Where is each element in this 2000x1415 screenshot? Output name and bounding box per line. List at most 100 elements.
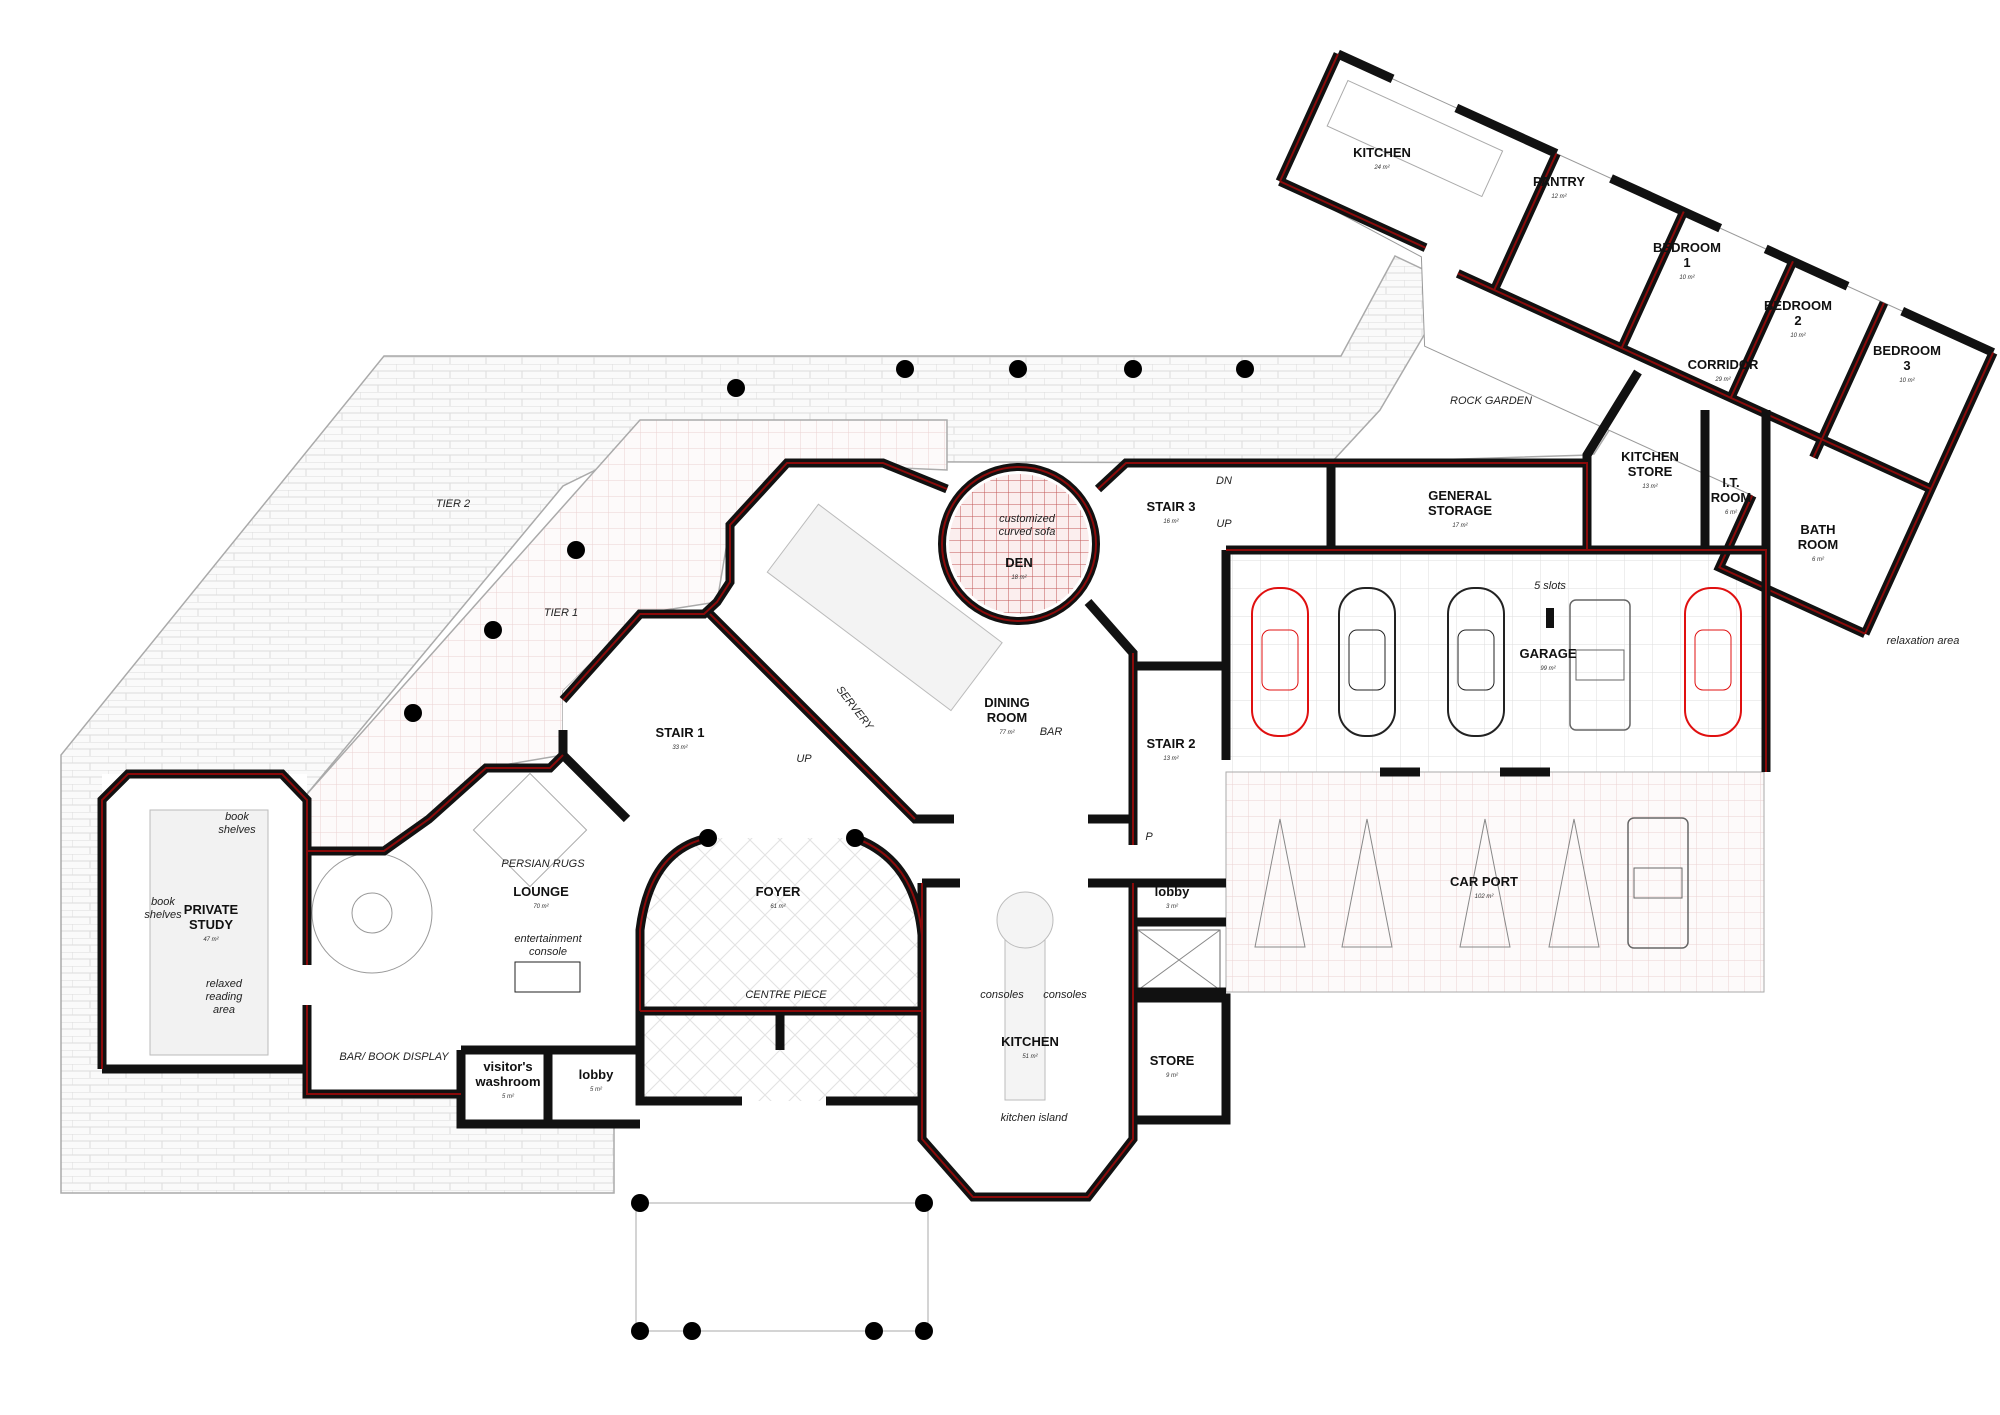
room-label: KITCHEN — [1001, 1034, 1059, 1049]
annotation-line: consoles — [980, 989, 1024, 1001]
column — [1236, 360, 1254, 378]
car-cabin — [1261, 629, 1299, 691]
room-name-line: STUDY — [189, 917, 233, 932]
garage-floor — [1226, 550, 1766, 772]
room-area: 10 m² — [1899, 378, 1915, 384]
room-name-line: CAR PORT — [1450, 874, 1518, 889]
study-rug — [149, 809, 269, 1056]
garage-pillar — [1546, 608, 1554, 628]
annotation: BAR/ BOOK DISPLAY — [339, 1051, 449, 1063]
room-area: 33 m² — [672, 745, 688, 751]
annotation-line: customized — [999, 513, 1056, 525]
room-name-line: BEDROOM — [1873, 343, 1941, 358]
room-area: 13 m² — [1642, 484, 1658, 490]
portico — [635, 1202, 929, 1332]
lounge-round-table-center — [351, 892, 393, 934]
room-label: LOUNGE — [513, 884, 569, 899]
annotation: consoles — [980, 989, 1024, 1001]
room-area: 6 m² — [1812, 557, 1825, 563]
column — [404, 704, 422, 722]
car-cabin — [1457, 629, 1495, 691]
room-name-line: KITCHEN — [1353, 145, 1411, 160]
annotation-line: shelves — [144, 909, 182, 921]
annotation: UP — [796, 753, 812, 765]
annotation-line: kitchen island — [1001, 1112, 1069, 1124]
room-name-line: KITCHEN — [1621, 449, 1679, 464]
kitchen-island-end — [996, 891, 1054, 949]
staff-wing — [1275, 49, 1998, 638]
room-name-line: PANTRY — [1533, 174, 1585, 189]
room-name-line: ROOM — [987, 710, 1027, 725]
room-area: 5 m² — [590, 1087, 603, 1093]
room-name-line: STAIR 3 — [1147, 499, 1196, 514]
den-wall-core — [941, 466, 1097, 622]
entertainment-console — [514, 961, 581, 993]
room-area: 16 m² — [1163, 519, 1179, 525]
room-area: 10 m² — [1790, 333, 1806, 339]
room-label: I.T.ROOM — [1711, 475, 1751, 505]
room-name-line: BEDROOM — [1764, 298, 1832, 313]
servery-table — [766, 503, 1003, 712]
room-area: 70 m² — [533, 904, 549, 910]
annotation-line: consoles — [1043, 989, 1087, 1001]
room-area: 18 m² — [1011, 575, 1027, 581]
annotation: relaxation area — [1887, 635, 1960, 647]
room-label: DEN — [1005, 555, 1032, 570]
room-label: lobby — [1155, 884, 1190, 899]
annotation-line: UP — [1216, 518, 1232, 530]
parking-marker — [1341, 818, 1393, 948]
room-name-line: ROOM — [1711, 490, 1751, 505]
den-floor — [949, 474, 1089, 614]
room-area: 102 m² — [1475, 894, 1495, 900]
annotation-line: P — [1145, 831, 1153, 843]
columns — [404, 360, 1254, 1340]
room-area: 5 m² — [502, 1094, 515, 1100]
column — [865, 1322, 883, 1340]
annotation: TIER 1 — [544, 607, 578, 619]
room-label: STAIR 2 — [1147, 736, 1196, 751]
parking-marker — [1459, 818, 1511, 948]
room-label: STAIR 3 — [1147, 499, 1196, 514]
annotation-line: reading — [206, 991, 244, 1003]
truck — [1569, 599, 1631, 731]
column — [567, 541, 585, 559]
parking-marker — [1254, 818, 1306, 948]
room-area: 77 m² — [999, 730, 1015, 736]
room-name-line: STAIR 2 — [1147, 736, 1196, 751]
room-name-line: BATH — [1800, 522, 1835, 537]
annotation-line: relaxed — [206, 978, 243, 990]
room-area: 29 m² — [1714, 377, 1731, 383]
room-area: 99 m² — [1540, 666, 1556, 672]
car — [1684, 587, 1742, 737]
annotation-line: book — [225, 811, 249, 823]
annotation-line: BAR/ BOOK DISPLAY — [339, 1051, 449, 1063]
column — [915, 1194, 933, 1212]
annotation-line: curved sofa — [999, 526, 1056, 538]
room-name-line: visitor's — [483, 1059, 532, 1074]
room-label: CAR PORT — [1450, 874, 1518, 889]
annotation-line: CENTRE PIECE — [745, 989, 827, 1001]
room-label: STAIR 1 — [656, 725, 705, 740]
room-name-line: DINING — [984, 695, 1030, 710]
room-area: 47 m² — [203, 937, 219, 943]
room-name-line: lobby — [579, 1067, 614, 1082]
annotation-line: PERSIAN RUGS — [501, 858, 585, 870]
annotation-line: ROCK GARDEN — [1450, 395, 1532, 407]
annotation: P — [1145, 831, 1153, 843]
annotation: PERSIAN RUGS — [501, 858, 585, 870]
room-name-line: FOYER — [756, 884, 801, 899]
room-label: CORRIDOR — [1688, 357, 1759, 372]
annotation-line: TIER 2 — [436, 498, 470, 510]
room-name-line: STORE — [1150, 1053, 1195, 1068]
room-name-line: GARAGE — [1519, 646, 1576, 661]
room-label: lobby — [579, 1067, 614, 1082]
